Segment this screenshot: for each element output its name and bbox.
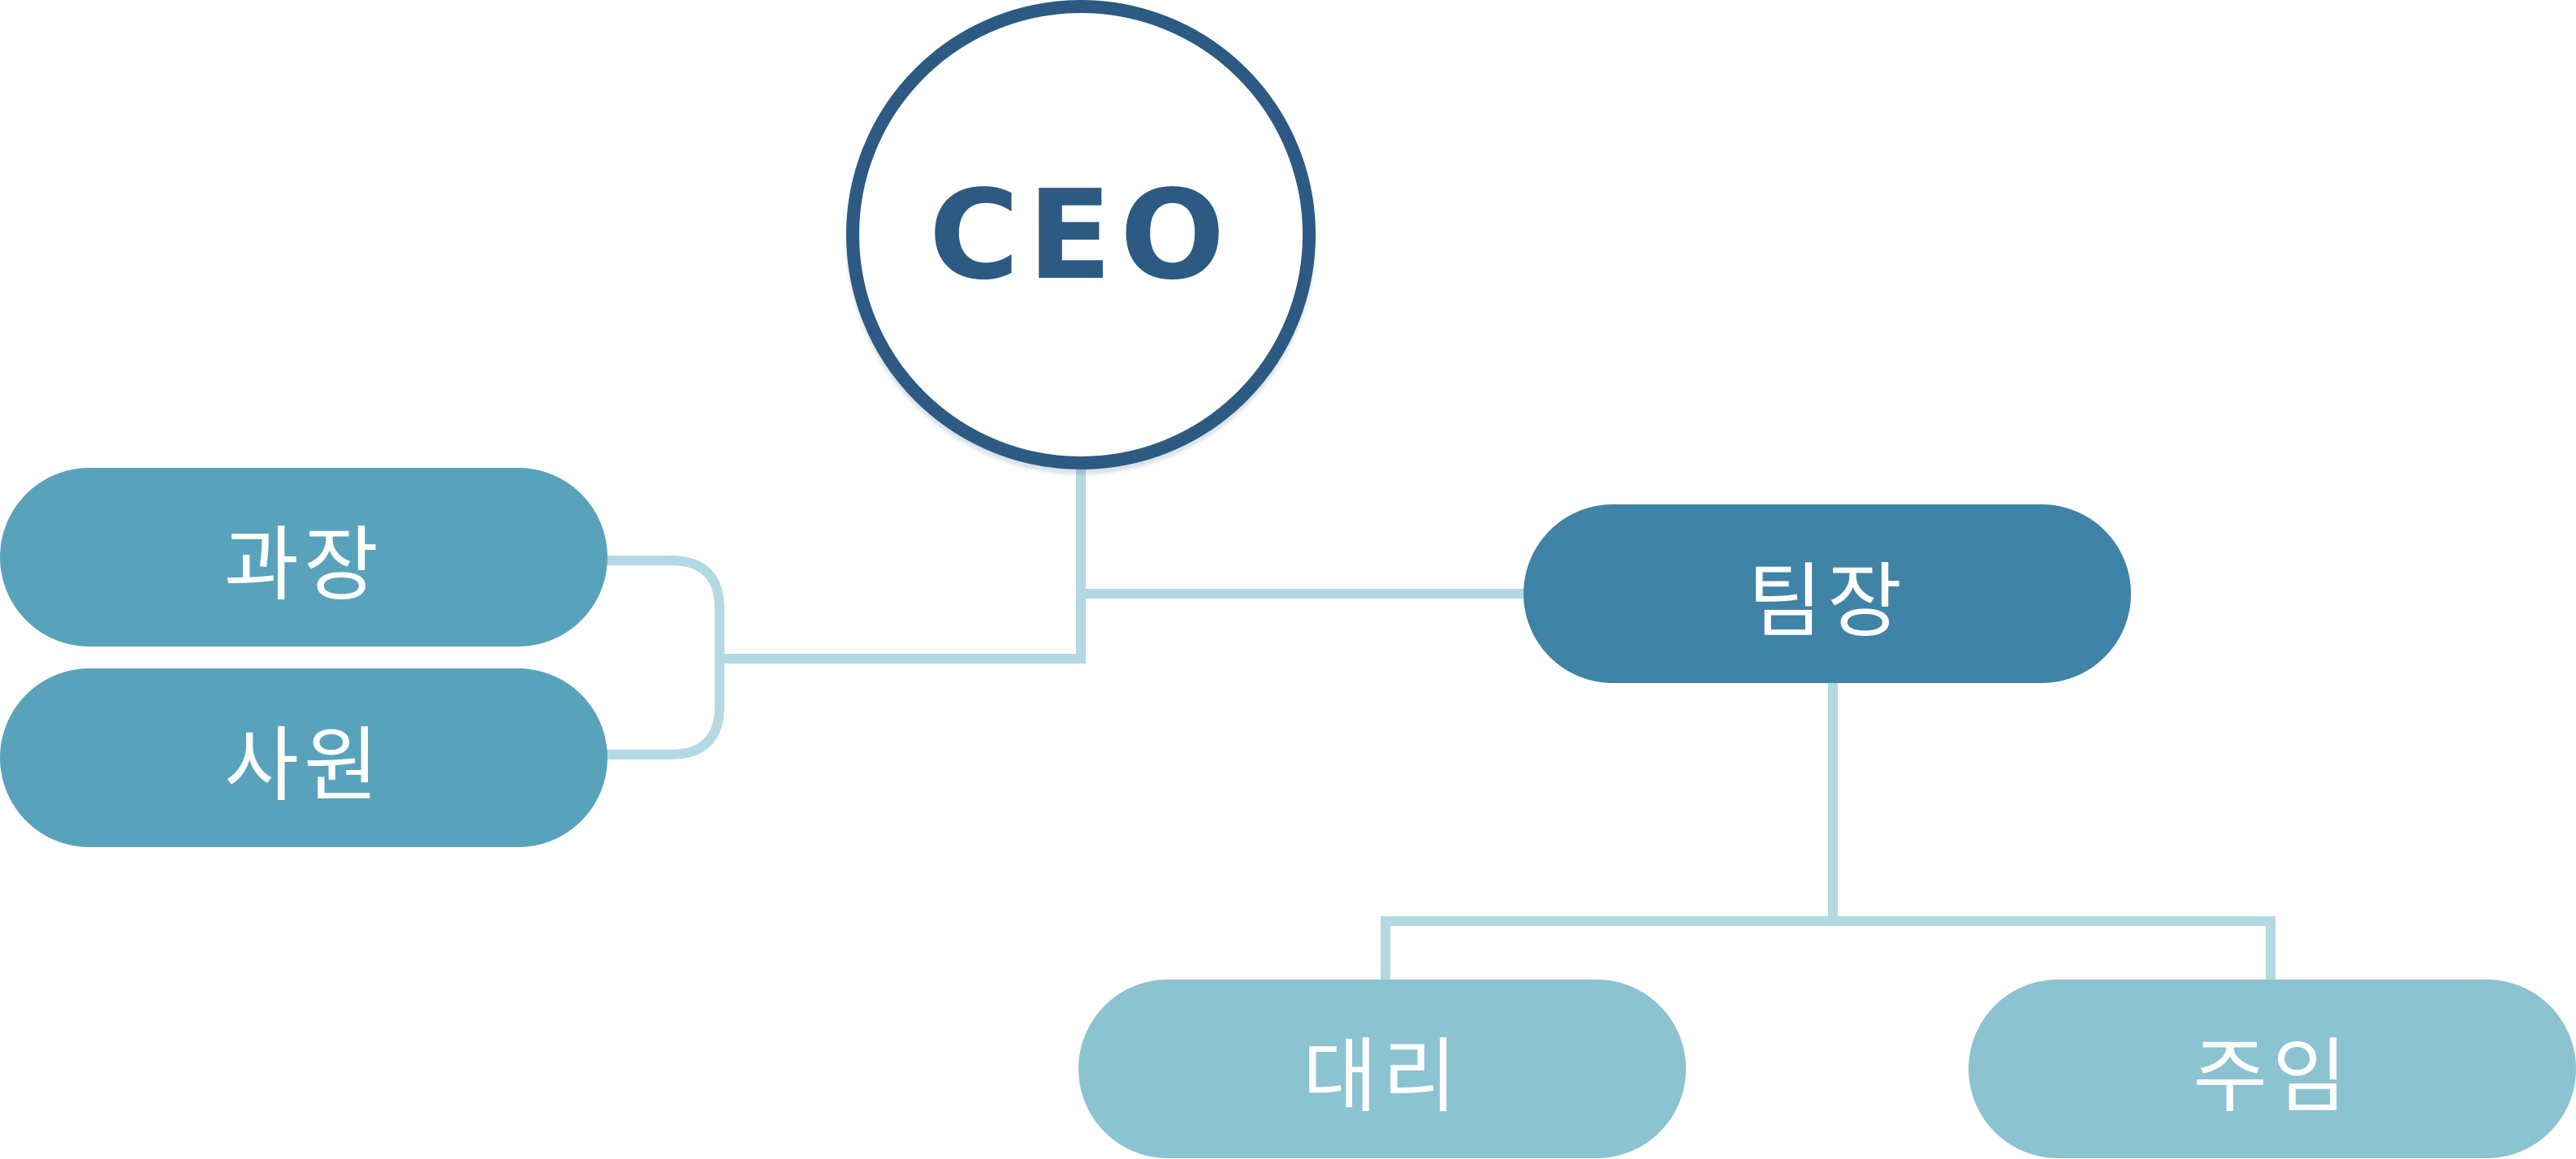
juim-label: 주임 — [2193, 1028, 2352, 1124]
daeri-label: 대리 — [1303, 1028, 1462, 1124]
gwajang-label: 과장 — [224, 517, 383, 612]
connector-timjang-to-bottom — [1381, 681, 2276, 983]
sawon-label: 사원 — [224, 717, 383, 813]
connector-left-bracket — [604, 556, 724, 759]
juim-node: 주임 — [1969, 980, 2576, 1158]
gwajang-node: 과장 — [0, 468, 607, 647]
timjang-label: 팀장 — [1748, 553, 1907, 649]
timjang-node: 팀장 — [1524, 504, 2131, 683]
daeri-node: 대리 — [1078, 980, 1686, 1158]
sawon-node: 사원 — [0, 668, 607, 847]
ceo-node: CEO — [846, 0, 1316, 469]
connector-ceo-to-left — [720, 463, 1086, 664]
ceo-label: CEO — [928, 162, 1234, 307]
